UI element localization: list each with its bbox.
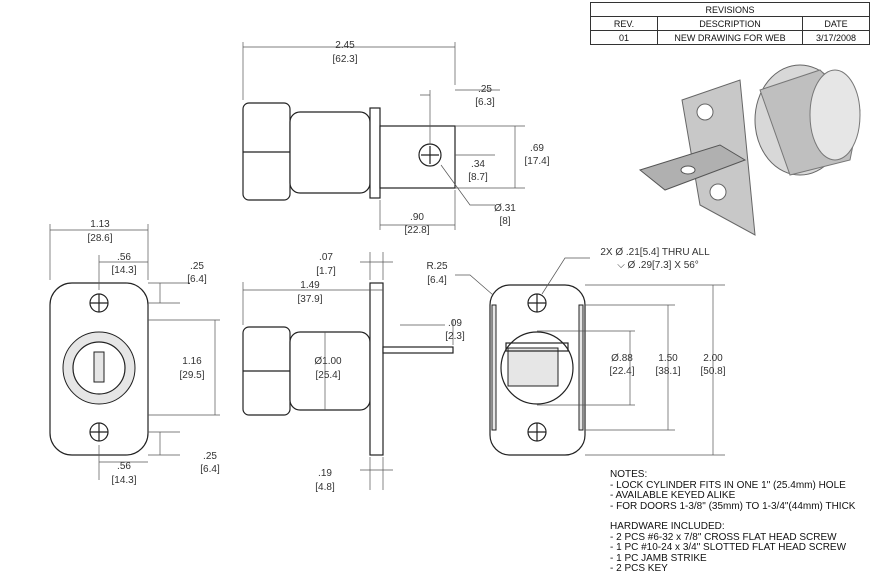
- dim-body-length-mm: [37.9]: [297, 294, 322, 305]
- note-item: - LOCK CYLINDER FITS IN ONE 1" (25.4mm) …: [610, 479, 846, 491]
- dim-hole-offset-top: .56: [117, 252, 131, 263]
- dim-hole-center-mm: [8.7]: [468, 172, 488, 183]
- dim-bore-dia: Ø.88: [611, 353, 633, 364]
- dim-overall-length: 2.45: [335, 40, 355, 51]
- hardware-item: - 1 PC JAMB STRIKE: [610, 552, 707, 564]
- dim-edge-top: .25: [190, 261, 204, 272]
- dim-height: 1.16: [182, 356, 202, 367]
- dim-hole-center: .34: [471, 159, 485, 170]
- dim-plate-thickness: .07: [319, 252, 333, 263]
- date-cell: 3/17/2008: [802, 30, 870, 45]
- dim-radius-mm: [6.4]: [427, 275, 447, 286]
- dim-radius: R.25: [426, 261, 448, 272]
- dim-tab-length: .90: [410, 212, 424, 223]
- dim-overall-height-mm: [50.8]: [700, 366, 725, 377]
- note-item: - FOR DOORS 1-3/8" (35mm) TO 1-3/4"(44mm…: [610, 500, 856, 512]
- notes-block: NOTES:- LOCK CYLINDER FITS IN ONE 1" (25…: [610, 469, 856, 575]
- dim-hole-dia-mm: [8]: [499, 216, 510, 227]
- dim-cylinder-dia-mm: [25.4]: [315, 370, 340, 381]
- dim-tab-offset-mm: [6.3]: [475, 97, 495, 108]
- dim-width-mm: [28.6]: [87, 233, 112, 244]
- dim-bolt-thickness: .09: [448, 318, 462, 329]
- isometric-view: [638, 64, 861, 236]
- countersink-callout: ⌵ Ø .29[7.3] X 56°: [617, 260, 699, 271]
- dim-bore-dia-mm: [22.4]: [609, 366, 634, 377]
- hardware-title: HARDWARE INCLUDED:: [610, 521, 725, 532]
- side-view: .07 [1.7] 1.49 [37.9] Ø1.00 [25.4] .09 […: [242, 252, 465, 493]
- front-view: 1.13 [28.6] .56 [14.3] .25 [6.4] 1.16 [2…: [49, 219, 220, 486]
- dim-edge-bottom: .25: [203, 451, 217, 462]
- dim-height-mm: [29.5]: [179, 370, 204, 381]
- hole-callout: 2X Ø .21[5.4] THRU ALL: [600, 247, 710, 258]
- dim-hole-spacing-mm: [38.1]: [655, 366, 680, 377]
- dim-edge-top-mm: [6.4]: [187, 274, 207, 285]
- hardware-item: - 2 PCS #6-32 x 7/8" CROSS FLAT HEAD SCR…: [610, 531, 837, 543]
- dim-hole-offset-top-mm: [14.3]: [111, 265, 136, 276]
- dim-hole-offset-bottom: .56: [117, 461, 131, 472]
- dim-width: 1.13: [90, 219, 110, 230]
- dim-tab-width-mm: [17.4]: [524, 156, 549, 167]
- dim-edge-bottom-mm: [6.4]: [200, 464, 220, 475]
- rear-view: R.25 [6.4] 2X Ø .21[5.4] THRU ALL ⌵ Ø .2…: [426, 247, 726, 456]
- dim-tab-width: .69: [530, 143, 544, 154]
- dim-tab-offset: .25: [478, 84, 492, 95]
- dim-bolt-offset-mm: [4.8]: [315, 482, 335, 493]
- hardware-item: - 1 PC #10-24 x 3/4" SLOTTED FLAT HEAD S…: [610, 542, 847, 553]
- dim-overall-height: 2.00: [703, 353, 723, 364]
- hardware-item: - 2 PCS KEY: [610, 563, 668, 574]
- dim-overall-length-mm: [62.3]: [332, 54, 357, 65]
- dim-hole-dia: Ø.31: [494, 203, 516, 214]
- dim-tab-length-mm: [22.8]: [404, 225, 429, 236]
- top-view: 2.45 [62.3] .25 [6.3] .69 [17.4] .34 [8.…: [242, 40, 550, 236]
- notes-title: NOTES:: [610, 469, 648, 480]
- dim-bolt-offset: .19: [318, 468, 332, 479]
- dim-plate-thickness-mm: [1.7]: [316, 266, 336, 277]
- revisions-table: REVISIONS REV. DESCRIPTION DATE 01 NEW D…: [590, 2, 870, 45]
- description-cell: NEW DRAWING FOR WEB: [657, 30, 803, 45]
- dim-body-length: 1.49: [300, 280, 320, 291]
- dim-cylinder-dia: Ø1.00: [314, 356, 342, 367]
- table-row: 01 NEW DRAWING FOR WEB 3/17/2008: [590, 30, 870, 45]
- note-item: - AVAILABLE KEYED ALIKE: [610, 490, 736, 501]
- dim-hole-spacing: 1.50: [658, 353, 678, 364]
- dim-hole-offset-bottom-mm: [14.3]: [111, 475, 136, 486]
- dim-bolt-thickness-mm: [2.3]: [445, 331, 465, 342]
